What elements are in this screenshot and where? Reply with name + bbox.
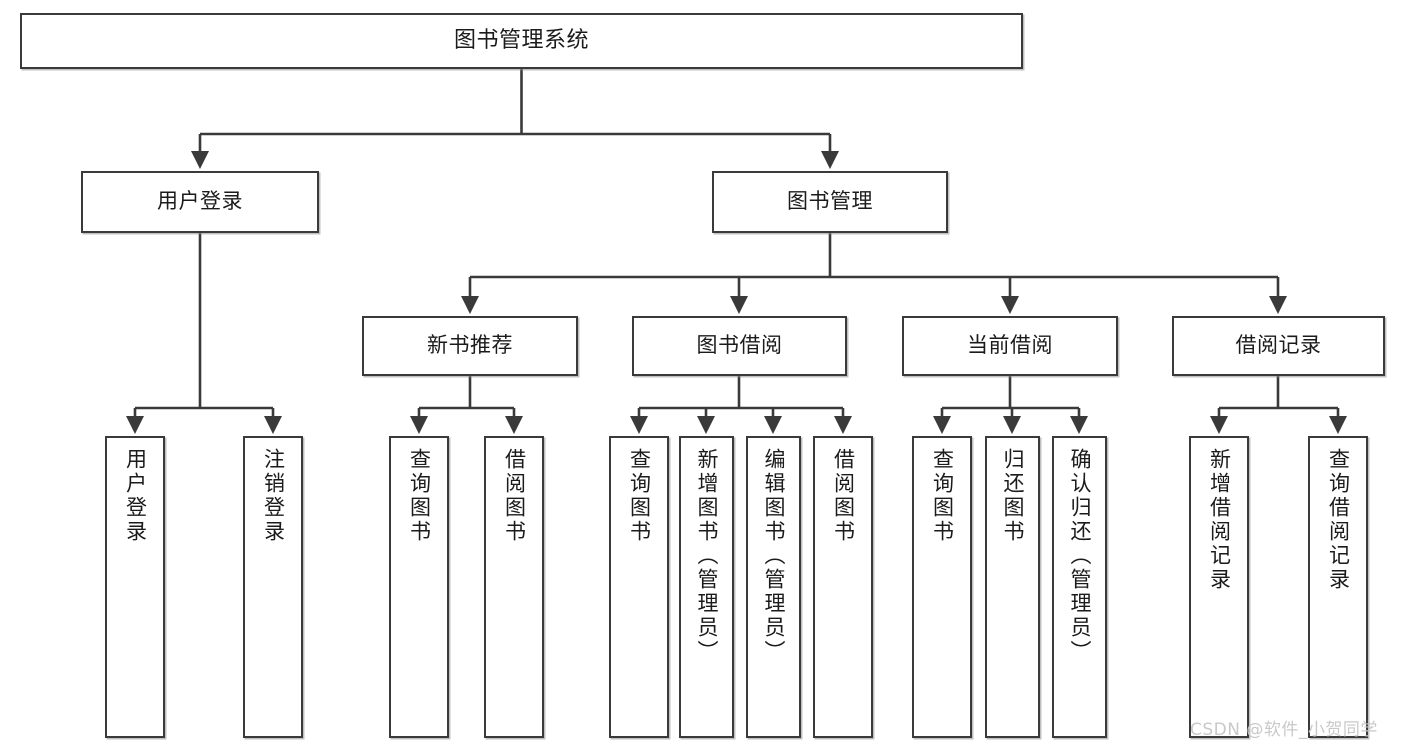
csdn-watermark: CSDN @软件_小贺同学 [1190, 720, 1378, 740]
node-leaf-user-login[interactable]: 用户登录 [105, 436, 165, 738]
node-label: 归还图书 [1001, 448, 1025, 544]
node-book-management[interactable]: 图书管理 [712, 171, 948, 233]
node-leaf-borrow-book-recommend[interactable]: 借阅图书 [484, 436, 544, 738]
node-label: 确认归还（管理员） [1068, 448, 1092, 664]
node-current-borrow[interactable]: 当前借阅 [902, 316, 1118, 376]
node-label: 借阅图书 [502, 448, 527, 544]
node-label: 图书管理系统 [453, 27, 589, 53]
node-label: 新书推荐 [427, 333, 513, 358]
node-leaf-query-book-borrow[interactable]: 查询图书 [609, 436, 669, 738]
node-label: 查询图书 [930, 448, 955, 544]
node-label: 借阅图书 [831, 448, 856, 544]
node-label: 编辑图书（管理员） [762, 448, 786, 664]
node-leaf-edit-book-admin[interactable]: 编辑图书（管理员） [746, 436, 801, 738]
node-leaf-add-book-admin[interactable]: 新增图书（管理员） [679, 436, 734, 738]
node-borrow-record[interactable]: 借阅记录 [1172, 316, 1385, 376]
node-label: 新增借阅记录 [1207, 448, 1232, 592]
node-root-system[interactable]: 图书管理系统 [20, 13, 1023, 69]
node-leaf-query-book-current[interactable]: 查询图书 [912, 436, 972, 738]
node-label: 查询图书 [627, 448, 652, 544]
node-label: 新增图书（管理员） [695, 448, 719, 664]
node-label: 图书借阅 [696, 333, 783, 358]
node-label: 查询图书 [407, 448, 432, 544]
node-label: 借阅记录 [1235, 333, 1322, 358]
node-new-book-recommend[interactable]: 新书推荐 [362, 316, 578, 376]
node-leaf-query-borrow-record[interactable]: 查询借阅记录 [1308, 436, 1368, 738]
node-leaf-confirm-return-admin[interactable]: 确认归还（管理员） [1052, 436, 1107, 738]
node-label: 图书管理 [787, 189, 873, 214]
node-leaf-return-book[interactable]: 归还图书 [985, 436, 1040, 738]
node-user-login[interactable]: 用户登录 [81, 171, 319, 233]
node-label: 当前借阅 [967, 333, 1053, 358]
node-book-borrow[interactable]: 图书借阅 [632, 316, 847, 376]
node-leaf-borrow-book[interactable]: 借阅图书 [813, 436, 873, 738]
node-label: 用户登录 [157, 189, 243, 214]
node-leaf-logout[interactable]: 注销登录 [243, 436, 303, 738]
node-leaf-query-book-recommend[interactable]: 查询图书 [389, 436, 449, 738]
node-leaf-add-borrow-record[interactable]: 新增借阅记录 [1189, 436, 1249, 738]
node-label: 查询借阅记录 [1326, 448, 1351, 592]
node-label: 注销登录 [261, 448, 286, 544]
node-label: 用户登录 [123, 448, 148, 544]
